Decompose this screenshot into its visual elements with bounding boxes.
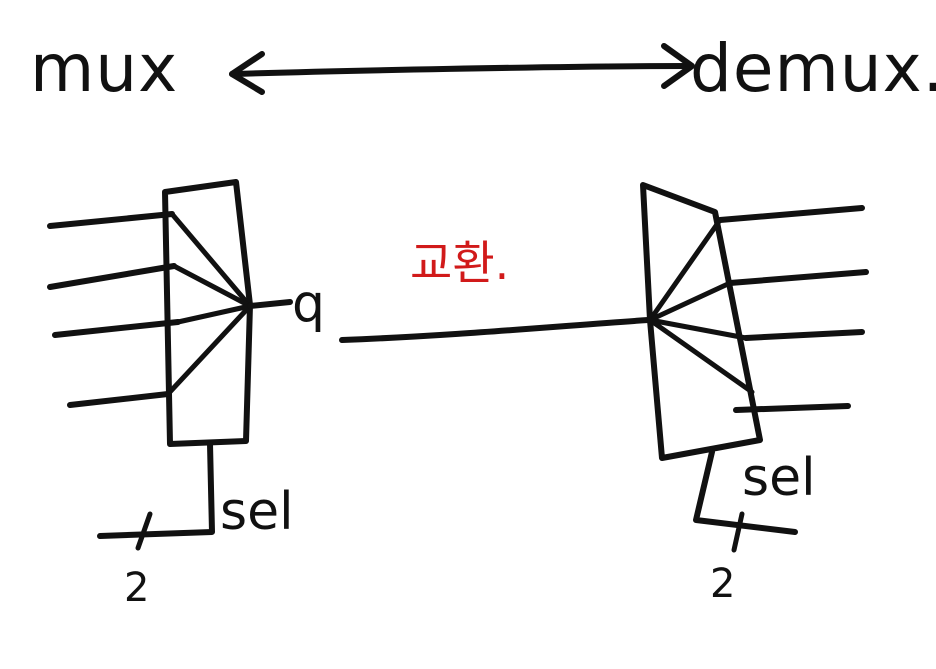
mux-select-bus-tick	[135, 511, 153, 551]
mux-select-label: sel	[220, 482, 294, 542]
mux-block	[47, 179, 293, 551]
demux-select-label: sel	[742, 448, 816, 508]
bidirectional-arrow	[229, 43, 695, 95]
demux-select-width: 2	[710, 561, 736, 607]
demux-title: demux.	[690, 30, 936, 107]
transmission-line	[339, 317, 651, 343]
demux-select-line	[693, 449, 798, 535]
demux-select-bus-tick	[731, 511, 745, 553]
mux-select-width: 2	[124, 565, 150, 611]
demux-internal-routing	[647, 217, 755, 395]
mux-output-label: q	[292, 274, 326, 334]
demux-block	[640, 182, 869, 553]
mux-input-lines	[47, 211, 181, 408]
channel-note: 교환.	[410, 236, 510, 290]
mux-output-line	[247, 299, 293, 309]
demux-output-lines	[717, 205, 869, 413]
mux-internal-routing	[165, 211, 253, 397]
mux-title: mux	[30, 30, 179, 107]
mux-select-line	[97, 441, 215, 539]
